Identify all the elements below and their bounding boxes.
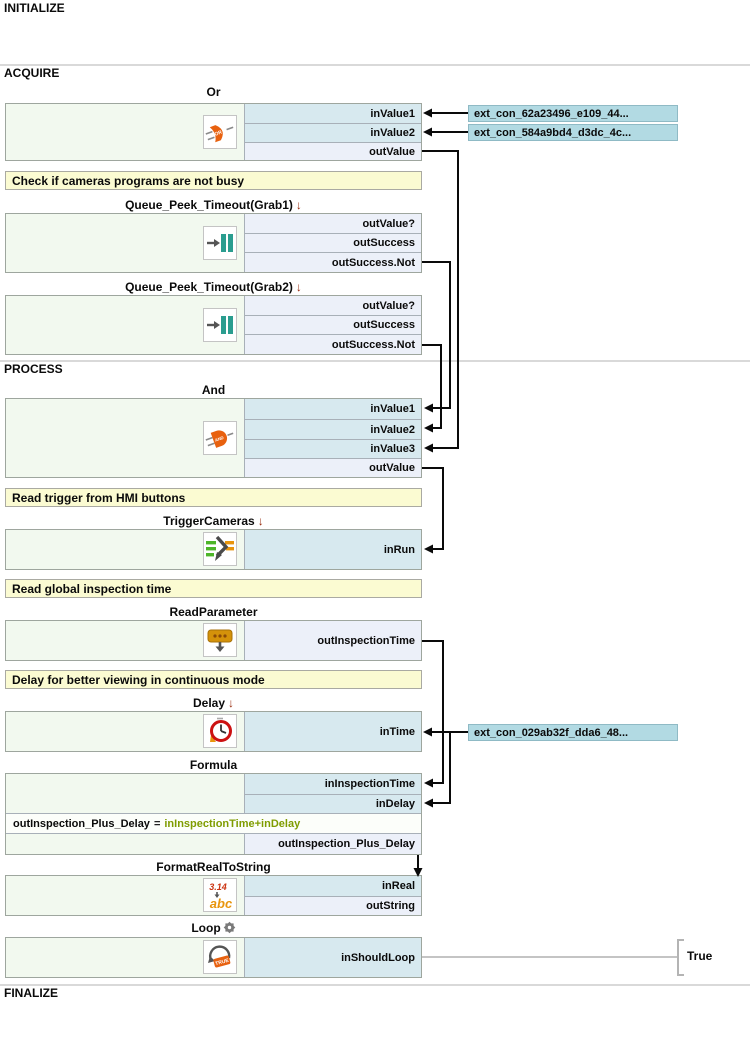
comment-box[interactable]: Delay for better viewing in continuous m… xyxy=(5,670,422,689)
block-formatrealtostring[interactable]: 3.14 abc inReal outString xyxy=(5,875,422,916)
port-outsuccess-not[interactable]: outSuccess.Not xyxy=(244,252,421,272)
svg-text:AND: AND xyxy=(214,435,224,443)
port-intime[interactable]: inTime xyxy=(244,712,421,751)
block-loop[interactable]: TRUE inShouldLoop xyxy=(5,937,422,978)
svg-text:TRUE: TRUE xyxy=(215,958,230,967)
svg-text:OR: OR xyxy=(214,129,223,137)
block-title-and[interactable]: And xyxy=(201,383,226,397)
block-title-formula[interactable]: Formula xyxy=(189,758,238,772)
constant-true-label[interactable]: True xyxy=(687,949,713,963)
port-invalue2[interactable]: inValue2 xyxy=(244,419,421,439)
port-outstring[interactable]: outString xyxy=(244,896,421,915)
comment-box[interactable]: Read global inspection time xyxy=(5,579,422,598)
port-invalue2[interactable]: inValue2 xyxy=(244,123,421,142)
port-ininspectiontime[interactable]: inInspectionTime xyxy=(244,774,421,794)
port-inrun[interactable]: inRun xyxy=(244,530,421,569)
blocking-arrow-icon: ↓ xyxy=(228,696,235,710)
gear-icon xyxy=(223,921,235,934)
blocking-arrow-icon: ↓ xyxy=(295,280,302,294)
loop-icon: TRUE xyxy=(203,940,237,974)
port-outsuccess[interactable]: outSuccess xyxy=(244,315,421,334)
port-inshouldloop[interactable]: inShouldLoop xyxy=(244,938,421,977)
section-divider-finalize xyxy=(0,984,750,986)
comment-box[interactable]: Read trigger from HMI buttons xyxy=(5,488,422,507)
port-invalue3[interactable]: inValue3 xyxy=(244,439,421,458)
section-divider-process xyxy=(0,360,750,362)
external-connection-label[interactable]: ext_con_62a23496_e109_44... xyxy=(468,105,678,122)
port-inreal[interactable]: inReal xyxy=(244,876,421,896)
block-title-loop[interactable]: Loop xyxy=(5,921,422,935)
block-title-queue-peek-grab2[interactable]: Queue_Peek_Timeout(Grab2)↓ xyxy=(125,280,302,294)
port-outsuccess-not[interactable]: outSuccess.Not xyxy=(244,334,421,354)
blocking-arrow-icon: ↓ xyxy=(295,198,302,212)
section-acquire: ACQUIRE xyxy=(4,66,60,80)
block-title-queue-peek-grab1[interactable]: Queue_Peek_Timeout(Grab1)↓ xyxy=(125,198,302,212)
port-outvalue[interactable]: outValue xyxy=(244,458,421,477)
comment-box[interactable]: Check if cameras programs are not busy xyxy=(5,171,422,190)
section-process: PROCESS xyxy=(4,362,63,376)
read-parameter-icon xyxy=(203,623,237,657)
queue-peek-icon xyxy=(203,308,237,342)
macrofilter-icon xyxy=(203,532,237,566)
format-real-to-string-icon: 3.14 abc xyxy=(203,878,237,912)
queue-peek-icon xyxy=(203,226,237,260)
block-title-delay[interactable]: Delay↓ xyxy=(192,696,235,710)
block-title-readparameter[interactable]: ReadParameter xyxy=(169,605,258,619)
port-indelay[interactable]: inDelay xyxy=(244,794,421,813)
port-outinspection-plus-delay[interactable]: outInspection_Plus_Delay xyxy=(244,834,421,854)
section-initialize: INITIALIZE xyxy=(4,1,65,15)
block-title-triggercameras[interactable]: TriggerCameras↓ xyxy=(163,514,264,528)
block-triggercameras[interactable]: inRun xyxy=(5,529,422,570)
block-title-formatrealtostring[interactable]: FormatRealToString xyxy=(156,860,271,874)
port-outinspectiontime[interactable]: outInspectionTime xyxy=(244,621,421,660)
section-divider-acquire xyxy=(0,64,750,66)
port-outvalue-q[interactable]: outValue? xyxy=(244,214,421,233)
external-connection-label[interactable]: ext_con_029ab32f_dda6_48... xyxy=(468,724,678,741)
block-formula[interactable]: inInspectionTime inDelay outInspection_P… xyxy=(5,773,422,855)
and-gate-icon: AND xyxy=(203,421,237,455)
block-delay[interactable]: inTime xyxy=(5,711,422,752)
or-gate-icon: OR xyxy=(203,115,237,149)
port-outvalue[interactable]: outValue xyxy=(244,142,421,160)
svg-text:3.14: 3.14 xyxy=(209,882,227,892)
delay-clock-icon xyxy=(203,714,237,748)
port-outvalue-q[interactable]: outValue? xyxy=(244,296,421,315)
block-readparameter[interactable]: outInspectionTime xyxy=(5,620,422,661)
block-or[interactable]: OR inValue1 inValue2 outValue xyxy=(5,103,422,161)
formula-expression[interactable]: outInspection_Plus_Delay=inInspectionTim… xyxy=(6,813,421,834)
block-queue-peek-timeout-grab1[interactable]: outValue? outSuccess outSuccess.Not xyxy=(5,213,422,273)
section-finalize: FINALIZE xyxy=(4,986,58,1000)
block-queue-peek-timeout-grab2[interactable]: outValue? outSuccess outSuccess.Not xyxy=(5,295,422,355)
block-and[interactable]: AND inValue1 inValue2 inValue3 outValue xyxy=(5,398,422,478)
port-outsuccess[interactable]: outSuccess xyxy=(244,233,421,252)
port-invalue1[interactable]: inValue1 xyxy=(244,399,421,419)
block-title-or[interactable]: Or xyxy=(206,85,221,99)
external-connection-label[interactable]: ext_con_584a9bd4_d3dc_4c... xyxy=(468,124,678,141)
blocking-arrow-icon: ↓ xyxy=(257,514,264,528)
port-invalue1[interactable]: inValue1 xyxy=(244,104,421,123)
svg-text:abc: abc xyxy=(210,896,233,911)
